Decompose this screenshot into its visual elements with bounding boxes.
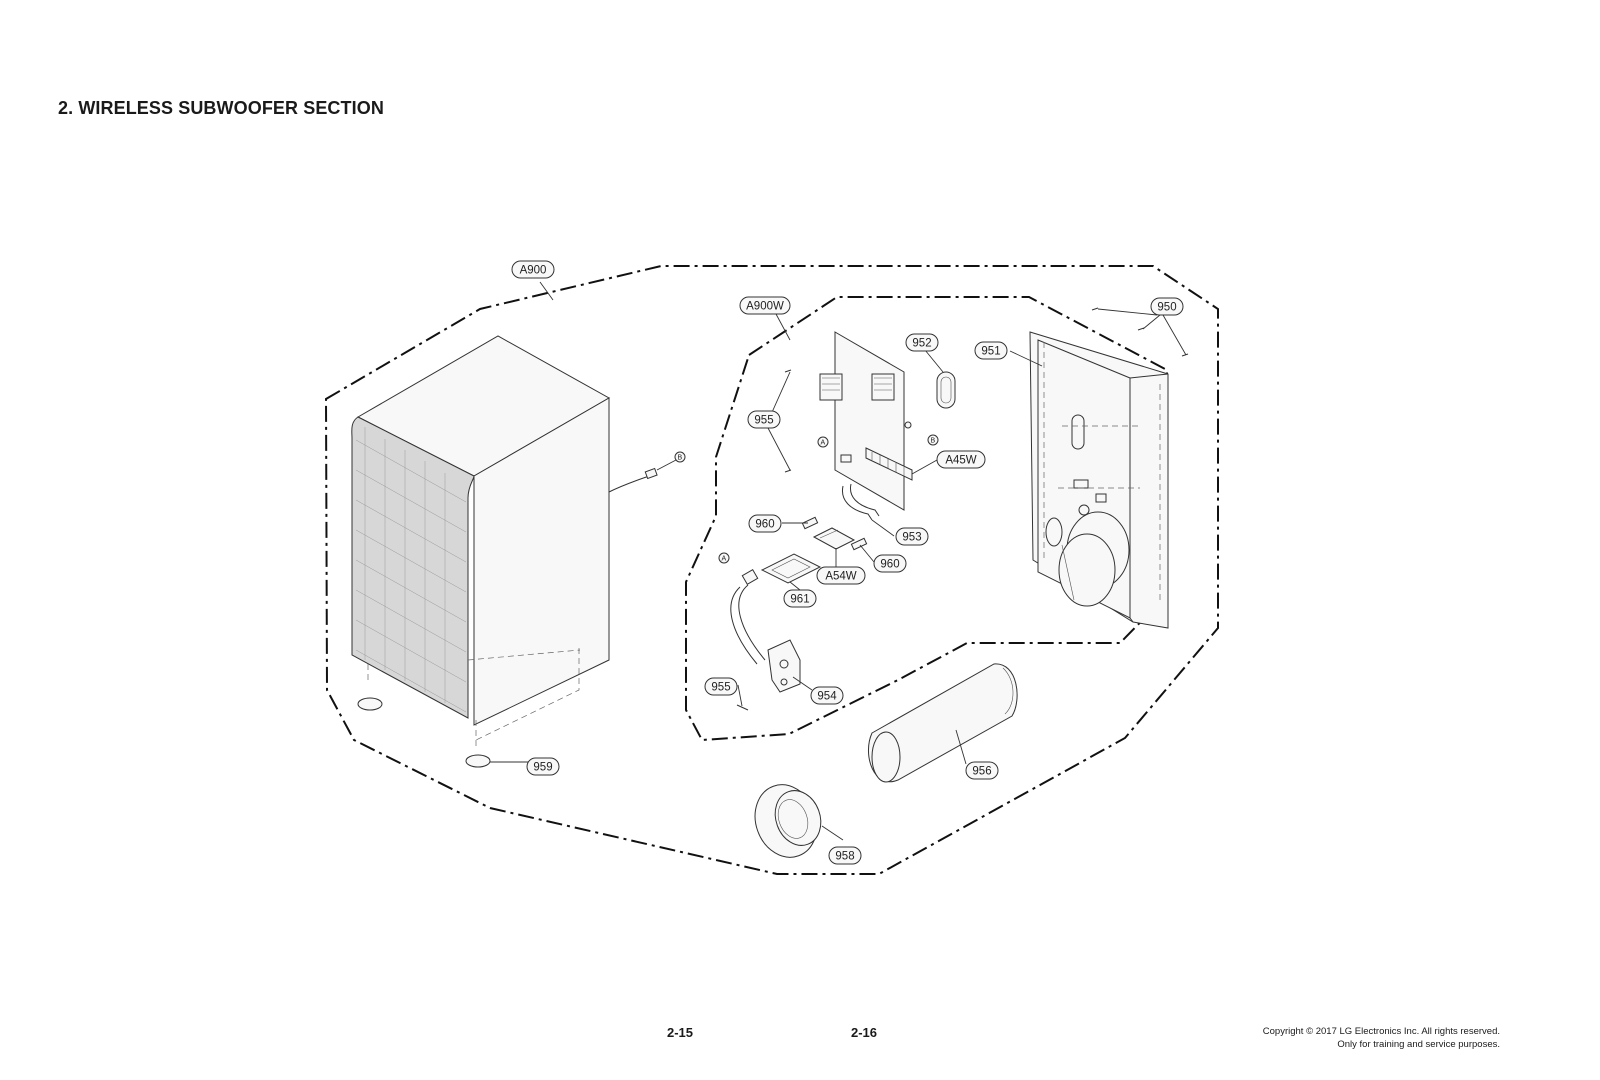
connection-ref-a-cable	[718, 552, 730, 564]
screws-955-upper	[784, 369, 792, 473]
svg-text:952: 952	[912, 338, 931, 350]
callout-961: 961	[783, 589, 817, 608]
svg-text:955: 955	[754, 415, 773, 427]
module-shield-961	[760, 553, 822, 584]
callout-a45w: A45W	[936, 450, 986, 469]
callout-960-right: 960	[873, 554, 907, 573]
svg-text:950: 950	[1157, 302, 1176, 314]
svg-text:961: 961	[790, 594, 809, 606]
svg-text:958: 958	[835, 851, 854, 863]
cushion-952	[936, 371, 956, 409]
svg-text:960: 960	[755, 519, 774, 531]
svg-text:956: 956	[972, 766, 991, 778]
flex-cable-953	[841, 483, 880, 521]
screw-955-lower	[736, 704, 749, 711]
callout-954: 954	[810, 686, 844, 705]
assembly-boundary-a900	[324, 265, 1219, 875]
svg-text:960: 960	[880, 559, 899, 571]
svg-text:959: 959	[533, 762, 552, 774]
page-number-left: 2-15	[667, 1025, 694, 1040]
callout-952: 952	[905, 333, 939, 352]
connection-ref-a-board-label: A	[821, 440, 826, 447]
screws-950	[1091, 307, 1189, 357]
cabinet-foot-959	[357, 697, 491, 768]
svg-text:A45W: A45W	[945, 455, 976, 467]
amplifier-board-a45w	[819, 331, 913, 511]
callout-959: 959	[526, 757, 560, 776]
callout-a54w: A54W	[816, 566, 866, 585]
callout-a900: A900	[511, 260, 555, 279]
svg-text:A900: A900	[520, 265, 547, 277]
svg-text:953: 953	[902, 532, 921, 544]
connection-ref-a-cable-label: A	[722, 556, 727, 563]
port-flange-958	[754, 784, 822, 858]
assembly-boundary-a900w	[685, 296, 1168, 742]
rear-panel-951	[1029, 331, 1169, 629]
section-title: 2. WIRELESS SUBWOOFER SECTION	[58, 98, 384, 118]
callout-958: 958	[828, 846, 862, 865]
subwoofer-cabinet	[351, 335, 611, 750]
callout-955-lower: 955	[704, 677, 738, 696]
page-number-right: 2-16	[851, 1025, 878, 1040]
callout-a900w: A900W	[739, 296, 791, 315]
connection-ref-b-board	[927, 434, 939, 446]
svg-text:A900W: A900W	[746, 301, 784, 313]
pads-960	[801, 516, 868, 551]
svg-text:954: 954	[817, 691, 837, 703]
input-jack-954	[730, 568, 801, 693]
copyright-notice: Copyright © 2017 LG Electronics Inc. All…	[1263, 1025, 1500, 1051]
port-tube-956	[868, 663, 1018, 783]
cabinet-wire-harness	[608, 459, 677, 493]
copyright-line-1: Copyright © 2017 LG Electronics Inc. All…	[1262, 1026, 1500, 1037]
callout-951: 951	[974, 341, 1008, 360]
callout-950: 950	[1150, 297, 1184, 316]
connection-ref-b-board-label: B	[931, 438, 936, 445]
copyright-line-2: Only for training and service purposes.	[1337, 1039, 1500, 1050]
callout-955-upper: 955	[747, 410, 781, 429]
svg-text:951: 951	[981, 346, 1000, 358]
leader-lines	[490, 281, 1187, 841]
callout-956: 956	[965, 761, 999, 780]
svg-text:A54W: A54W	[825, 571, 856, 583]
connection-ref-a-board	[817, 436, 829, 448]
wireless-module-a54w	[812, 527, 856, 550]
svg-text:955: 955	[711, 682, 730, 694]
callout-953: 953	[895, 527, 929, 546]
callout-960-left: 960	[748, 514, 782, 533]
connection-ref-b-cabinet-label: B	[678, 455, 683, 462]
connection-ref-b-cabinet	[674, 451, 686, 463]
